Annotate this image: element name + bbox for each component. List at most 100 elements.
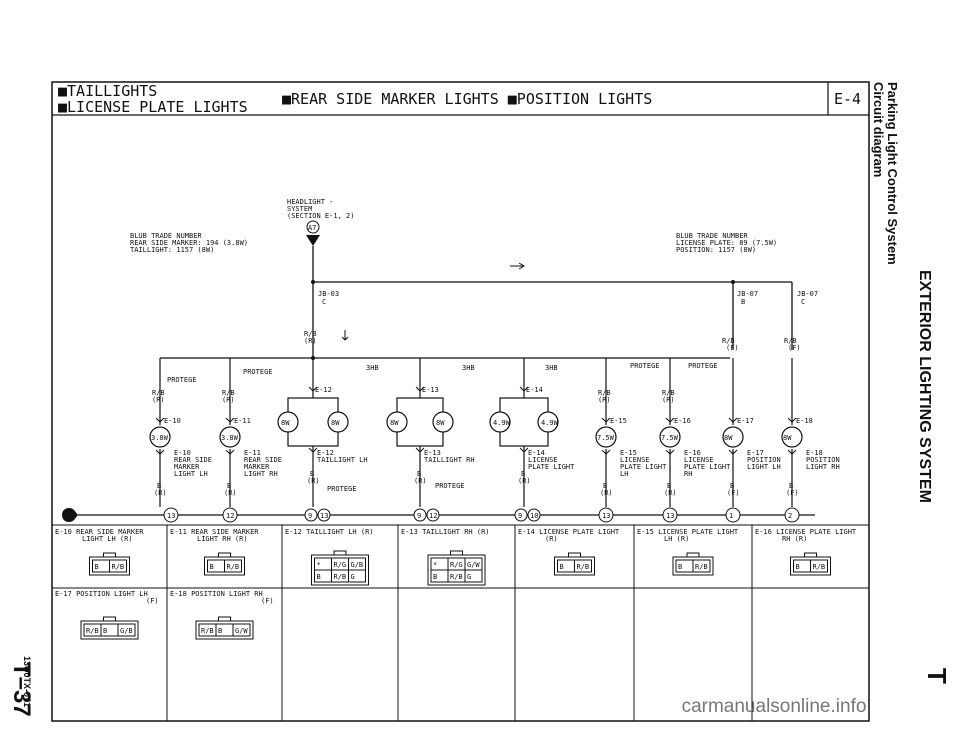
ground-terminal-icon: [784, 507, 800, 523]
wire-location: (R): [224, 489, 237, 497]
bulb-rating: 8W: [783, 434, 792, 442]
bulb-rating: 8W: [436, 419, 445, 427]
branch-protege-5: PROTEGE: [327, 485, 357, 493]
jb-07-c-label: JB-07: [797, 290, 818, 298]
watermark: carmanualsonline.info: [682, 696, 867, 717]
pin-wire-color: R/B: [695, 563, 708, 571]
pin-wire-color: B: [95, 563, 99, 571]
bulb-icon: [659, 426, 681, 448]
ground-terminal-icon: [527, 508, 541, 522]
component-desc: REAR SIDE: [174, 456, 212, 464]
side-title: EXTERIOR LIGHTING SYSTEM: [916, 270, 933, 503]
bulb-icon: [386, 411, 408, 433]
page-code: 13U0TX-071: [22, 656, 32, 707]
branch-protege-1: PROTEGE: [167, 376, 197, 384]
connector-label: E-10: [164, 417, 181, 425]
header-title-3: ■REAR SIDE MARKER LIGHTS ■POSITION LIGHT…: [282, 90, 652, 108]
side-subtitle-2: Circuit diagram: [871, 82, 886, 177]
component-desc: E-15: [620, 449, 637, 457]
ground-prefix: 9: [518, 512, 522, 520]
ground-terminal-icon: [413, 508, 427, 522]
wire-color: B: [603, 482, 607, 490]
branch-3hb-3: 3HB: [545, 364, 558, 372]
wire-location: (R): [154, 489, 167, 497]
component-desc: LICENSE: [620, 456, 650, 464]
ground-number: 10: [530, 512, 538, 520]
wire-location: (R): [662, 396, 675, 404]
headlight-note-2: SYSTEM: [287, 205, 312, 213]
component-desc: PLATE LIGHT: [528, 463, 575, 471]
legend-title: E-13 TAILLIGHT RH (R): [401, 528, 490, 536]
component-desc: PLATE LIGHT: [684, 463, 731, 471]
branch-protege-6: PROTEGE: [435, 482, 465, 490]
wire-location: (R): [307, 477, 320, 485]
ground-terminal-icon: [222, 507, 238, 523]
legend-title: (F): [261, 597, 274, 605]
side-letter: T: [922, 668, 952, 684]
wire-location: (R): [222, 396, 235, 404]
connector-label: E-15: [610, 417, 627, 425]
ground-terminal-icon: [304, 508, 318, 522]
branch-3hb-1: 3HB: [366, 364, 379, 372]
bulb-left-1: BLUB TRADE NUMBER: [130, 232, 202, 240]
connector-label: E-17: [737, 417, 754, 425]
legend-title: (R): [545, 535, 558, 543]
pin-wire-color: *: [433, 561, 437, 569]
legend-title: E-11 REAR SIDE MARKER: [170, 528, 259, 536]
ground-icon: [62, 507, 78, 523]
wire-color: B: [789, 482, 793, 490]
legend-title: E-12 TAILLIGHT LH (R): [285, 528, 374, 536]
legend-title: LIGHT RH (R): [197, 535, 248, 543]
bulb-icon: [277, 411, 299, 433]
wire-color: R/B: [222, 389, 235, 397]
ground-terminal-icon: [662, 507, 678, 523]
wire-color: B: [730, 482, 734, 490]
jb-03-connector: C: [322, 298, 326, 306]
arrow-down-icon: [306, 235, 320, 246]
pin-wire-color: B: [678, 563, 682, 571]
ground-terminal-icon: [163, 507, 179, 523]
ground-number: 13: [167, 512, 175, 520]
legend-title: (F): [146, 597, 159, 605]
wire-location: (R): [518, 477, 531, 485]
side-subtitle: Parking Light Control System: [885, 82, 900, 265]
legend-title: LIGHT LH (R): [82, 535, 133, 543]
branch-protege-2: PROTEGE: [243, 368, 273, 376]
pin-wire-color: B: [103, 627, 107, 635]
current-arrow-icon: [341, 330, 349, 341]
connector-a7-icon: [306, 220, 320, 234]
wire-rb-f1-loc: (F): [726, 344, 739, 352]
pin-wire-color: B: [210, 563, 214, 571]
connector-a7: A7: [308, 224, 316, 232]
ground-prefix: 9: [308, 512, 312, 520]
pin-wire-color: *: [317, 561, 321, 569]
ground-number: 2: [788, 512, 792, 520]
wire-color: B: [521, 470, 525, 478]
legend-title: E-15 LICENSE PLATE LIGHT: [637, 528, 739, 536]
component-desc: E-18: [806, 449, 823, 457]
wire-color: B: [310, 470, 314, 478]
component-desc: LIGHT RH: [244, 470, 278, 478]
jb-03-label: JB-03: [318, 290, 339, 298]
connector-label: E-13: [422, 386, 439, 394]
wire-color: R/B: [662, 389, 675, 397]
pin-wire-color: R/B: [227, 563, 240, 571]
legend-title: E-16 LICENSE PLATE LIGHT: [755, 528, 857, 536]
diagram-frame: [51, 81, 870, 722]
component-desc: LICENSE: [684, 456, 714, 464]
branch-protege-3: PROTEGE: [630, 362, 660, 370]
pin-wire-color: R/B: [813, 563, 826, 571]
ground-terminal-icon: [317, 508, 331, 522]
pin-wire-color: R/G: [450, 561, 463, 569]
bulb-icon: [327, 411, 349, 433]
component-desc: PLATE LIGHT: [620, 463, 667, 471]
pin-wire-color: R/B: [86, 627, 99, 635]
wire-location: (R): [600, 489, 613, 497]
